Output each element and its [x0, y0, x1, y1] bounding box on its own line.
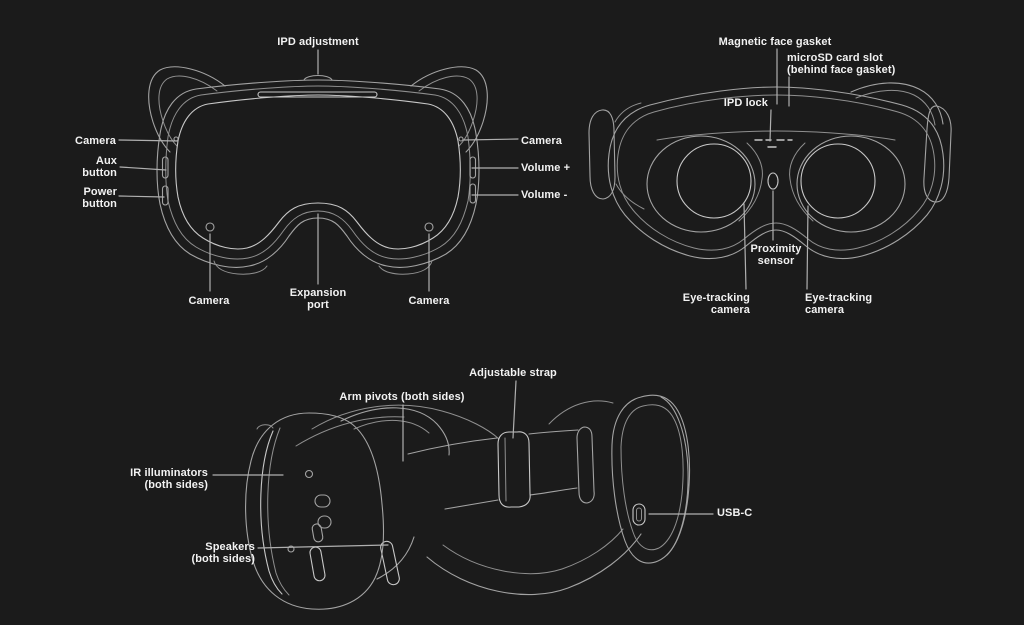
arm-inner-curve [353, 419, 430, 434]
side-small-dot [287, 545, 295, 553]
leader-camera-left [118, 139, 179, 142]
back-outer-outline [607, 86, 945, 260]
back-right-strap-arc-inner [855, 90, 936, 126]
arm-lower-edge [376, 536, 415, 580]
strap-slider-inner-line [504, 437, 507, 502]
leader-adjustable-strap [512, 380, 517, 439]
headband-lower-sweep [426, 533, 642, 596]
front-right-ear-hook-inner [418, 75, 478, 147]
ipd-indicator-marks [754, 139, 793, 148]
front-visor-window [175, 94, 461, 250]
leader-speakers [257, 544, 389, 549]
power-button-shape [161, 185, 169, 206]
headband-lower-sweep-inner [442, 528, 624, 575]
strap-slider-buckle [497, 431, 531, 508]
face-gasket-inner-line [616, 94, 936, 251]
back-left-strap-arc-bottom [615, 183, 645, 210]
proximity-sensor-shape [767, 172, 779, 190]
volume-minus-shape [469, 183, 477, 204]
visor-outer [245, 412, 385, 610]
rear-strap-loop [576, 426, 595, 504]
label-adjustable-strap: Adjustable strap [469, 367, 557, 379]
front-camera-bottom-left [205, 222, 215, 232]
front-foot-left [213, 260, 268, 275]
visor-front-edge-line-1 [260, 430, 283, 595]
headband-top-edge-rear [528, 429, 579, 435]
leader-camera-right [463, 138, 519, 141]
label-camera-left: Camera [75, 135, 116, 147]
nose-bridge-left-curve [738, 142, 763, 222]
label-camera-bottom-right: Camera [408, 295, 450, 307]
label-proximity-sensor: Proximity sensor [750, 243, 802, 267]
side-volume-button-1 [314, 494, 331, 508]
leader-lines [118, 48, 809, 549]
visor-top-nub [256, 424, 274, 430]
rear-pad-attach-arc [548, 400, 614, 425]
label-expansion-port: Expansion port [289, 287, 347, 311]
far-arm-arc [311, 404, 500, 440]
label-microsd-card-slot: microSD card slot (behind face gasket) [787, 52, 896, 76]
back-display-top-line [656, 130, 896, 141]
front-left-ear-hook [148, 66, 226, 153]
left-lens [676, 143, 752, 219]
label-usb-c: USB-C [717, 507, 753, 519]
label-volume-minus: Volume - [521, 189, 568, 201]
label-ipd-lock: IPD lock [723, 97, 768, 109]
rear-pad-back-plate-edge [660, 396, 689, 556]
front-camera-dot-right [458, 136, 464, 142]
nose-bridge-right-curve [789, 142, 814, 222]
side-view-art [245, 394, 691, 610]
front-camera-bottom-right [424, 222, 434, 232]
ipd-adjustment-bump [303, 74, 333, 81]
back-view-art [588, 82, 952, 260]
label-aux-button: Aux button [82, 155, 117, 179]
back-right-strap-arc [850, 82, 944, 125]
label-camera-bottom-left: Camera [188, 295, 230, 307]
label-ir-illuminators: IR illuminators (both sides) [130, 467, 208, 491]
ir-illuminator-dot [304, 469, 314, 479]
right-lens [800, 143, 876, 219]
label-eye-tracking-camera-left: Eye-tracking camera [682, 292, 750, 316]
label-ipd-adjustment: IPD adjustment [277, 36, 359, 48]
arm-speaker-grille [380, 540, 400, 586]
label-magnetic-face-gasket: Magnetic face gasket [718, 36, 832, 48]
leader-eye-tracking-right [806, 205, 809, 290]
front-top-slit [257, 91, 378, 98]
leader-power-button [118, 195, 165, 198]
label-arm-pivots: Arm pivots (both sides) [339, 391, 465, 403]
usb-c-port-inner [636, 507, 642, 522]
front-outer-outline [156, 79, 480, 268]
usb-c-port [632, 503, 646, 526]
leader-ipd-lock [769, 109, 772, 142]
rear-pad-outer [611, 394, 691, 564]
label-speakers: Speakers (both sides) [191, 541, 255, 565]
visor-speaker-slot-short [311, 523, 324, 543]
headband-bottom-edge [444, 499, 499, 510]
visor-speaker-slot-long [309, 546, 326, 582]
visor-front-edge-line-2 [267, 427, 290, 596]
label-camera-right: Camera [521, 135, 562, 147]
back-left-strap-arc-top [614, 102, 642, 123]
right-lens-cup [796, 135, 906, 233]
headband-top-edge [407, 437, 498, 455]
far-arm-arc-2 [295, 416, 405, 447]
arm-top-curve [340, 407, 450, 456]
left-lens-cup [646, 135, 756, 233]
rear-pad-inner [620, 404, 684, 551]
label-power-button: Power button [82, 186, 117, 210]
label-eye-tracking-camera-right: Eye-tracking camera [805, 292, 873, 316]
front-inner-rim [165, 85, 471, 260]
front-left-ear-hook-inner [158, 75, 218, 147]
headband-bottom-edge-rear [529, 487, 578, 496]
aux-button-shape [161, 156, 169, 179]
side-volume-button-2 [317, 515, 332, 529]
label-volume-plus: Volume + [521, 162, 571, 174]
leader-eye-tracking-left [743, 203, 747, 290]
back-left-strap-flap [588, 109, 616, 200]
leader-aux-button [119, 166, 167, 171]
